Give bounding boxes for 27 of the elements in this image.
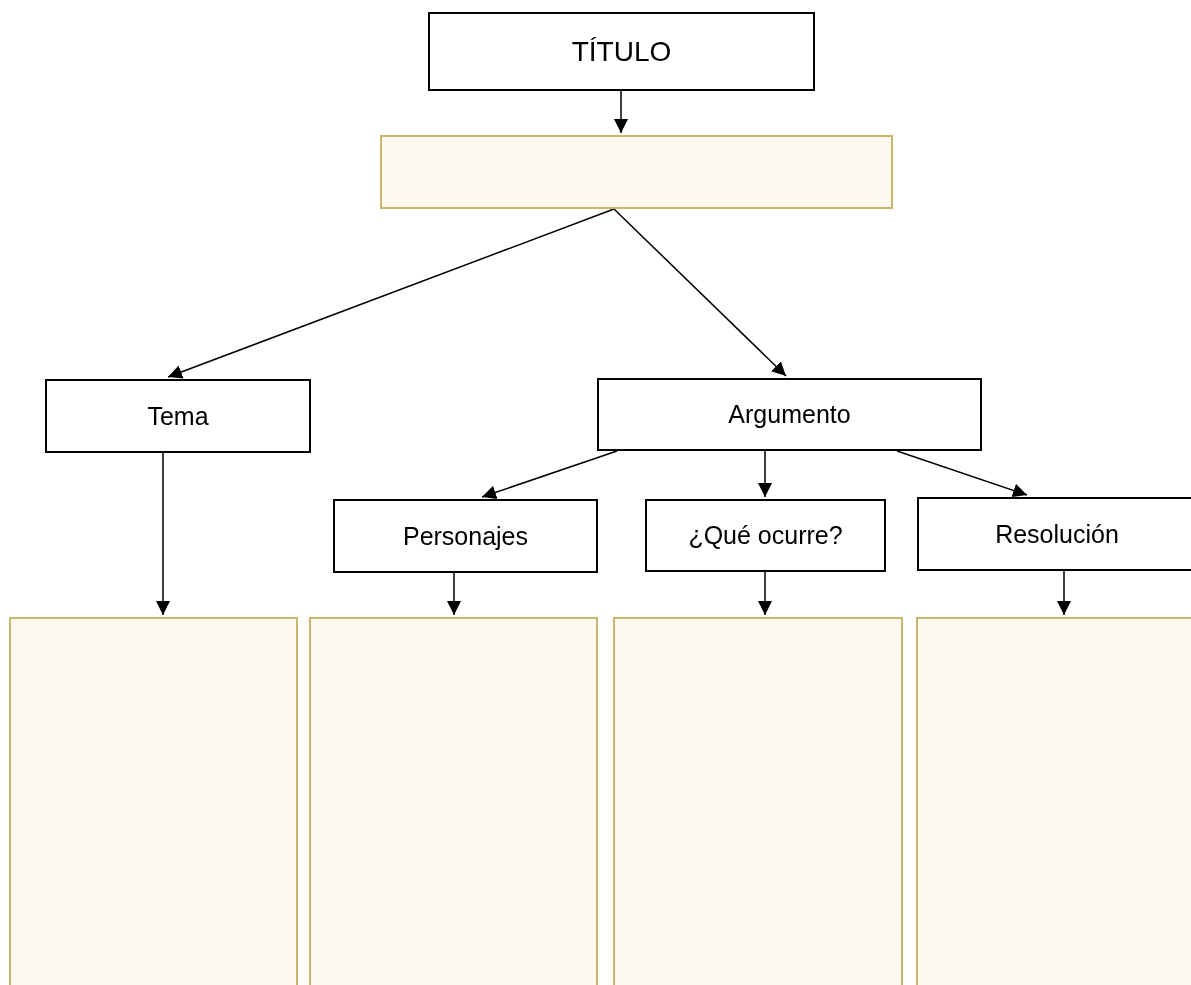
arrow	[758, 571, 772, 616]
arrow	[167, 208, 615, 379]
node-label: Personajes	[402, 521, 529, 551]
arrow	[447, 572, 461, 616]
empty-box	[916, 617, 1191, 985]
concept-box	[917, 497, 1191, 571]
concept-box	[333, 499, 598, 573]
empty-box	[380, 135, 893, 209]
node-label: ¿Qué ocurre?	[688, 521, 843, 550]
node-label: Resolución	[995, 519, 1119, 549]
concept-box	[597, 378, 982, 451]
arrow	[614, 90, 628, 134]
arrow	[758, 450, 772, 498]
empty-box	[613, 617, 903, 985]
arrow	[613, 208, 787, 377]
empty-box	[309, 617, 598, 985]
arrow	[481, 450, 618, 500]
node-label: Argumento	[728, 400, 851, 429]
arrow	[1057, 570, 1071, 616]
concept-box	[645, 499, 886, 572]
concept-box	[428, 12, 815, 91]
node-label: Tema	[147, 401, 209, 431]
arrow	[896, 450, 1028, 498]
concept-box	[45, 379, 311, 453]
empty-box	[9, 617, 298, 985]
title-text: TÍTULO	[571, 35, 672, 68]
arrow	[156, 452, 170, 616]
